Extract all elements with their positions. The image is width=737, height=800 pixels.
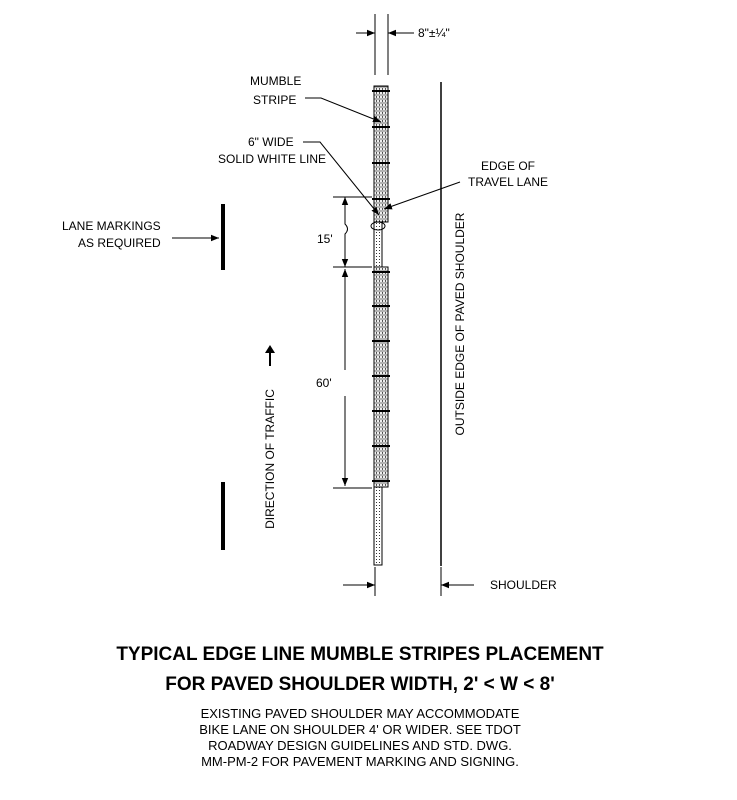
- diagram-notes: EXISTING PAVED SHOULDER MAY ACCOMMODATE …: [199, 706, 521, 769]
- stripe-length-dimension: 60': [316, 269, 372, 489]
- mumble-stripe-callout: MUMBLE STRIPE: [250, 74, 382, 123]
- mumble-label-line1: MUMBLE: [250, 74, 301, 88]
- note-line4: MM-PM-2 FOR PAVEMENT MARKING AND SIGNING…: [201, 754, 519, 769]
- title-line2: FOR PAVED SHOULDER WIDTH, 2' < W < 8': [165, 674, 554, 695]
- direction-label: DIRECTION OF TRAFFIC: [263, 389, 277, 529]
- lane-markings-line2: AS REQUIRED: [78, 236, 161, 250]
- outside-edge-label: OUTSIDE EDGE OF PAVED SHOULDER: [453, 212, 467, 435]
- edge-label-line2: TRAVEL LANE: [468, 175, 548, 189]
- edge-of-travel-lane-callout: EDGE OF TRAVEL LANE: [370, 159, 548, 231]
- note-line2: BIKE LANE ON SHOULDER 4' OR WIDER. SEE T…: [199, 722, 521, 737]
- gap-dimension: 15': [317, 196, 372, 268]
- stripe-ticks: [372, 90, 390, 482]
- edge-marker-ellipse: [370, 221, 386, 231]
- lane-markings-line1: LANE MARKINGS: [62, 219, 161, 233]
- gap-length-label: 15': [317, 232, 333, 246]
- white-line-label-line1: 6" WIDE: [248, 135, 294, 149]
- lane-markings-callout: LANE MARKINGS AS REQUIRED: [62, 204, 225, 550]
- mumble-stripe: [372, 85, 390, 488]
- mumble-stripe-segment-upper: [373, 85, 389, 223]
- shoulder-dimension: SHOULDER: [343, 567, 557, 596]
- note-line3: ROADWAY DESIGN GUIDELINES AND STD. DWG.: [208, 738, 512, 753]
- edge-label-line1: EDGE OF: [481, 159, 535, 173]
- white-line-label-line2: SOLID WHITE LINE: [218, 152, 326, 166]
- mumble-label-line2: STRIPE: [253, 93, 296, 107]
- note-line1: EXISTING PAVED SHOULDER MAY ACCOMMODATE: [201, 706, 520, 721]
- diagram-title: TYPICAL EDGE LINE MUMBLE STRIPES PLACEME…: [116, 644, 604, 695]
- title-line1: TYPICAL EDGE LINE MUMBLE STRIPES PLACEME…: [116, 644, 604, 665]
- direction-of-traffic: DIRECTION OF TRAFFIC: [263, 345, 277, 529]
- white-line-callout: 6" WIDE SOLID WHITE LINE: [218, 135, 380, 216]
- shoulder-label: SHOULDER: [490, 578, 557, 592]
- spacing-label: 8"±¼": [418, 26, 450, 40]
- stripe-length-label: 60': [316, 376, 332, 390]
- spacing-dimension: 8"±¼": [356, 14, 450, 75]
- arrow-up-icon: [265, 345, 275, 353]
